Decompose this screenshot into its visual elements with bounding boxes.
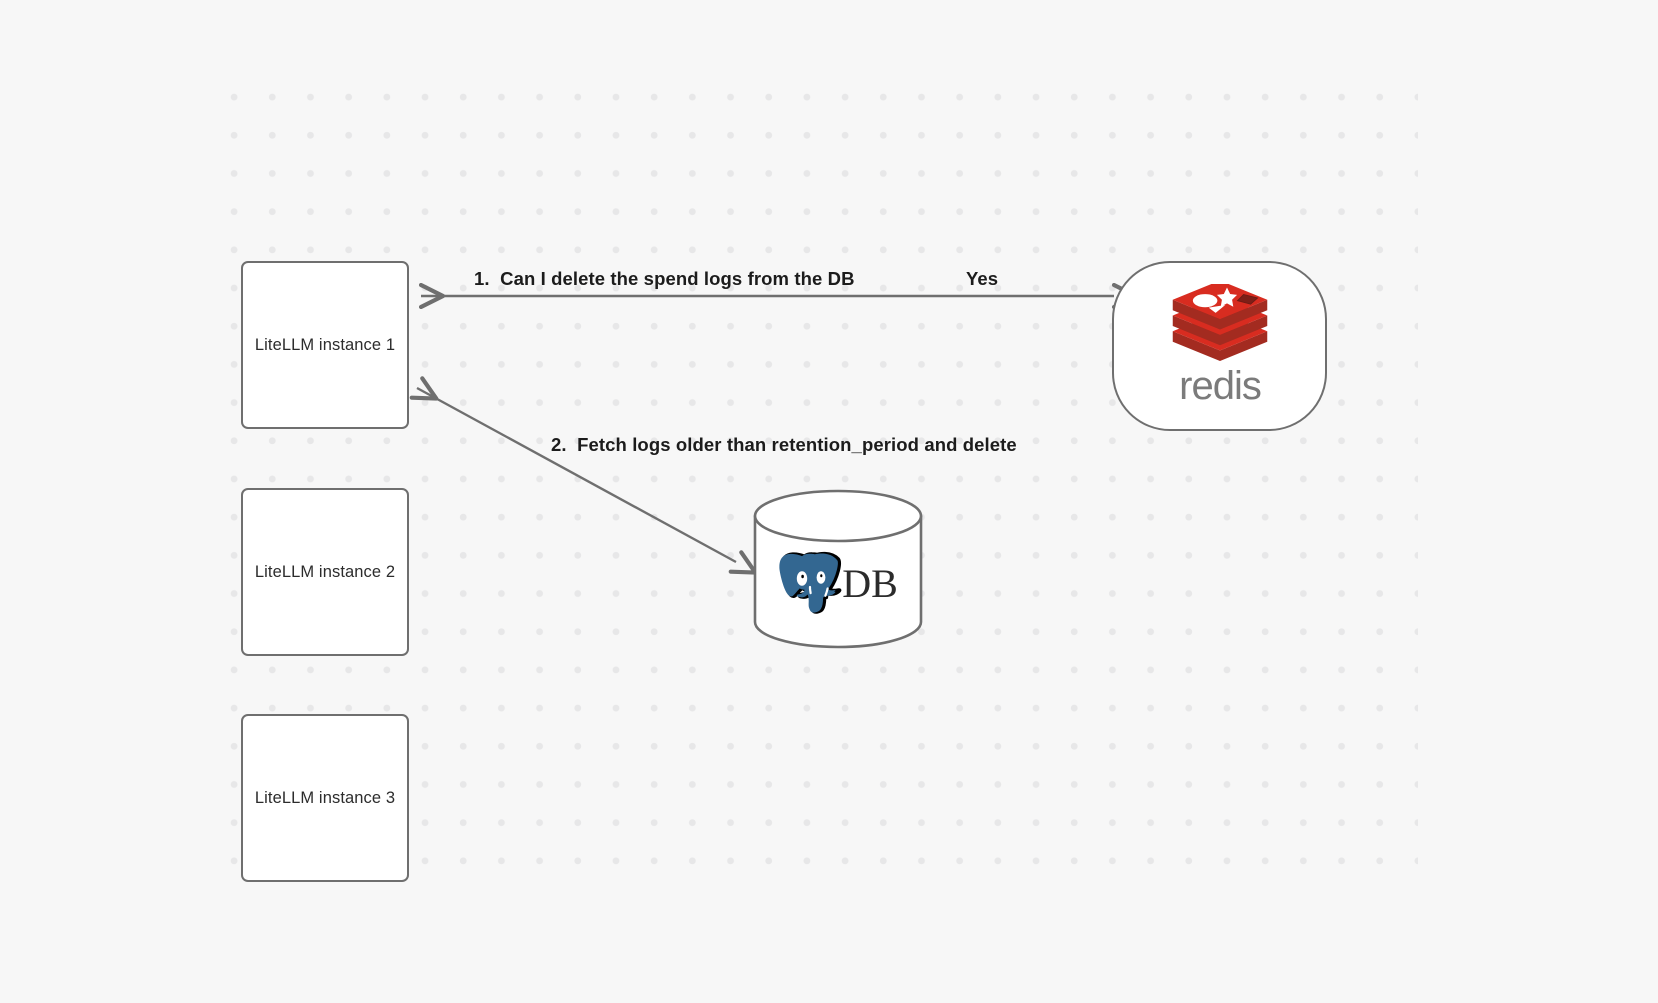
- cylinder-shape-icon: [753, 489, 923, 649]
- svg-text:redis: redis: [1179, 366, 1261, 408]
- node-postgres-db[interactable]: DB: [752, 489, 924, 649]
- edge-label-delete-question: 1. Can I delete the spend logs from the …: [474, 268, 855, 289]
- redis-wordmark-text: redis: [1179, 366, 1262, 408]
- node-litellm-instance-3[interactable]: LiteLLM instance 3: [241, 714, 409, 882]
- db-node-content: DB: [752, 543, 924, 625]
- node-label-instance-2: LiteLLM instance 2: [254, 562, 396, 581]
- node-label-instance-1: LiteLLM instance 1: [254, 335, 396, 354]
- edge-label-fetch-and-delete: 2. Fetch logs older than retention_perio…: [551, 434, 1017, 455]
- edge-instance1-db: [409, 376, 758, 575]
- node-litellm-instance-1[interactable]: LiteLLM instance 1: [241, 261, 409, 429]
- db-label-text: DB: [842, 561, 898, 606]
- node-redis[interactable]: redis: [1112, 261, 1327, 431]
- node-litellm-instance-2[interactable]: LiteLLM instance 2: [241, 488, 409, 656]
- node-label-instance-3: LiteLLM instance 3: [254, 788, 396, 807]
- postgresql-elephant-icon: [779, 551, 842, 614]
- redis-logo-icon: [1172, 284, 1267, 361]
- edge-label-yes-answer: Yes: [966, 268, 999, 289]
